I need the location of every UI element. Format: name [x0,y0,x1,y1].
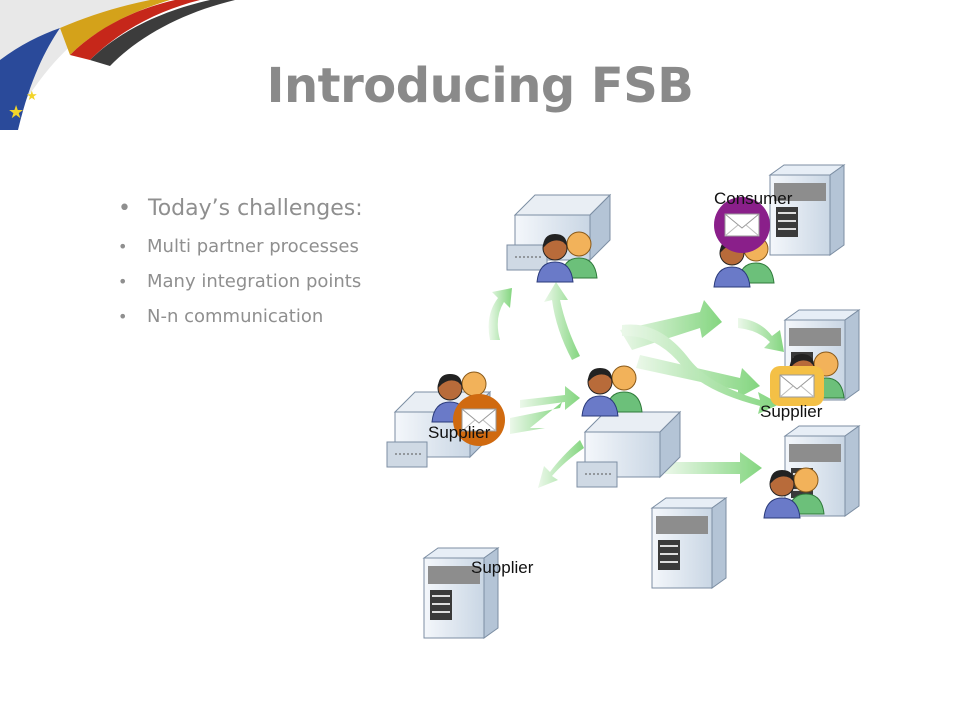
flag-corner-logo: ★ ★ [0,0,235,130]
supplier-label-bottom: Supplier [471,558,534,577]
arrow-icon [488,288,512,340]
server-icon [651,497,727,589]
envelope-icon [724,213,760,237]
arrow-icon [544,282,580,360]
arrow-group [488,282,784,488]
arrow-icon [665,452,762,484]
supplier-label-left: Supplier [428,423,491,442]
arrow-icon [520,386,580,410]
arrow-icon [538,440,584,488]
people-icon [581,365,643,417]
bullet-main: Today’s challenges: [118,196,418,221]
server-icon [769,164,845,256]
computer-icon [576,411,681,488]
sub-bullet-list: Multi partner processes Many integration… [118,233,418,330]
arrow-icon [510,402,562,434]
envelope-icon [779,374,815,398]
sub-bullet-item: Multi partner processes [118,233,377,260]
sub-bullet-item: N-n communication [118,303,377,330]
arrow-icon [622,324,780,414]
slide-title: Introducing FSB [266,58,694,114]
bullet-list: Today’s challenges: Multi partner proces… [118,196,418,338]
sub-bullet-item: Many integration points [118,268,377,295]
svg-text:★: ★ [26,88,38,103]
arrow-icon [738,318,784,352]
supplier-label-right: Supplier [760,402,823,421]
consumer-label: Consumer [714,189,793,208]
svg-text:★: ★ [8,102,24,122]
